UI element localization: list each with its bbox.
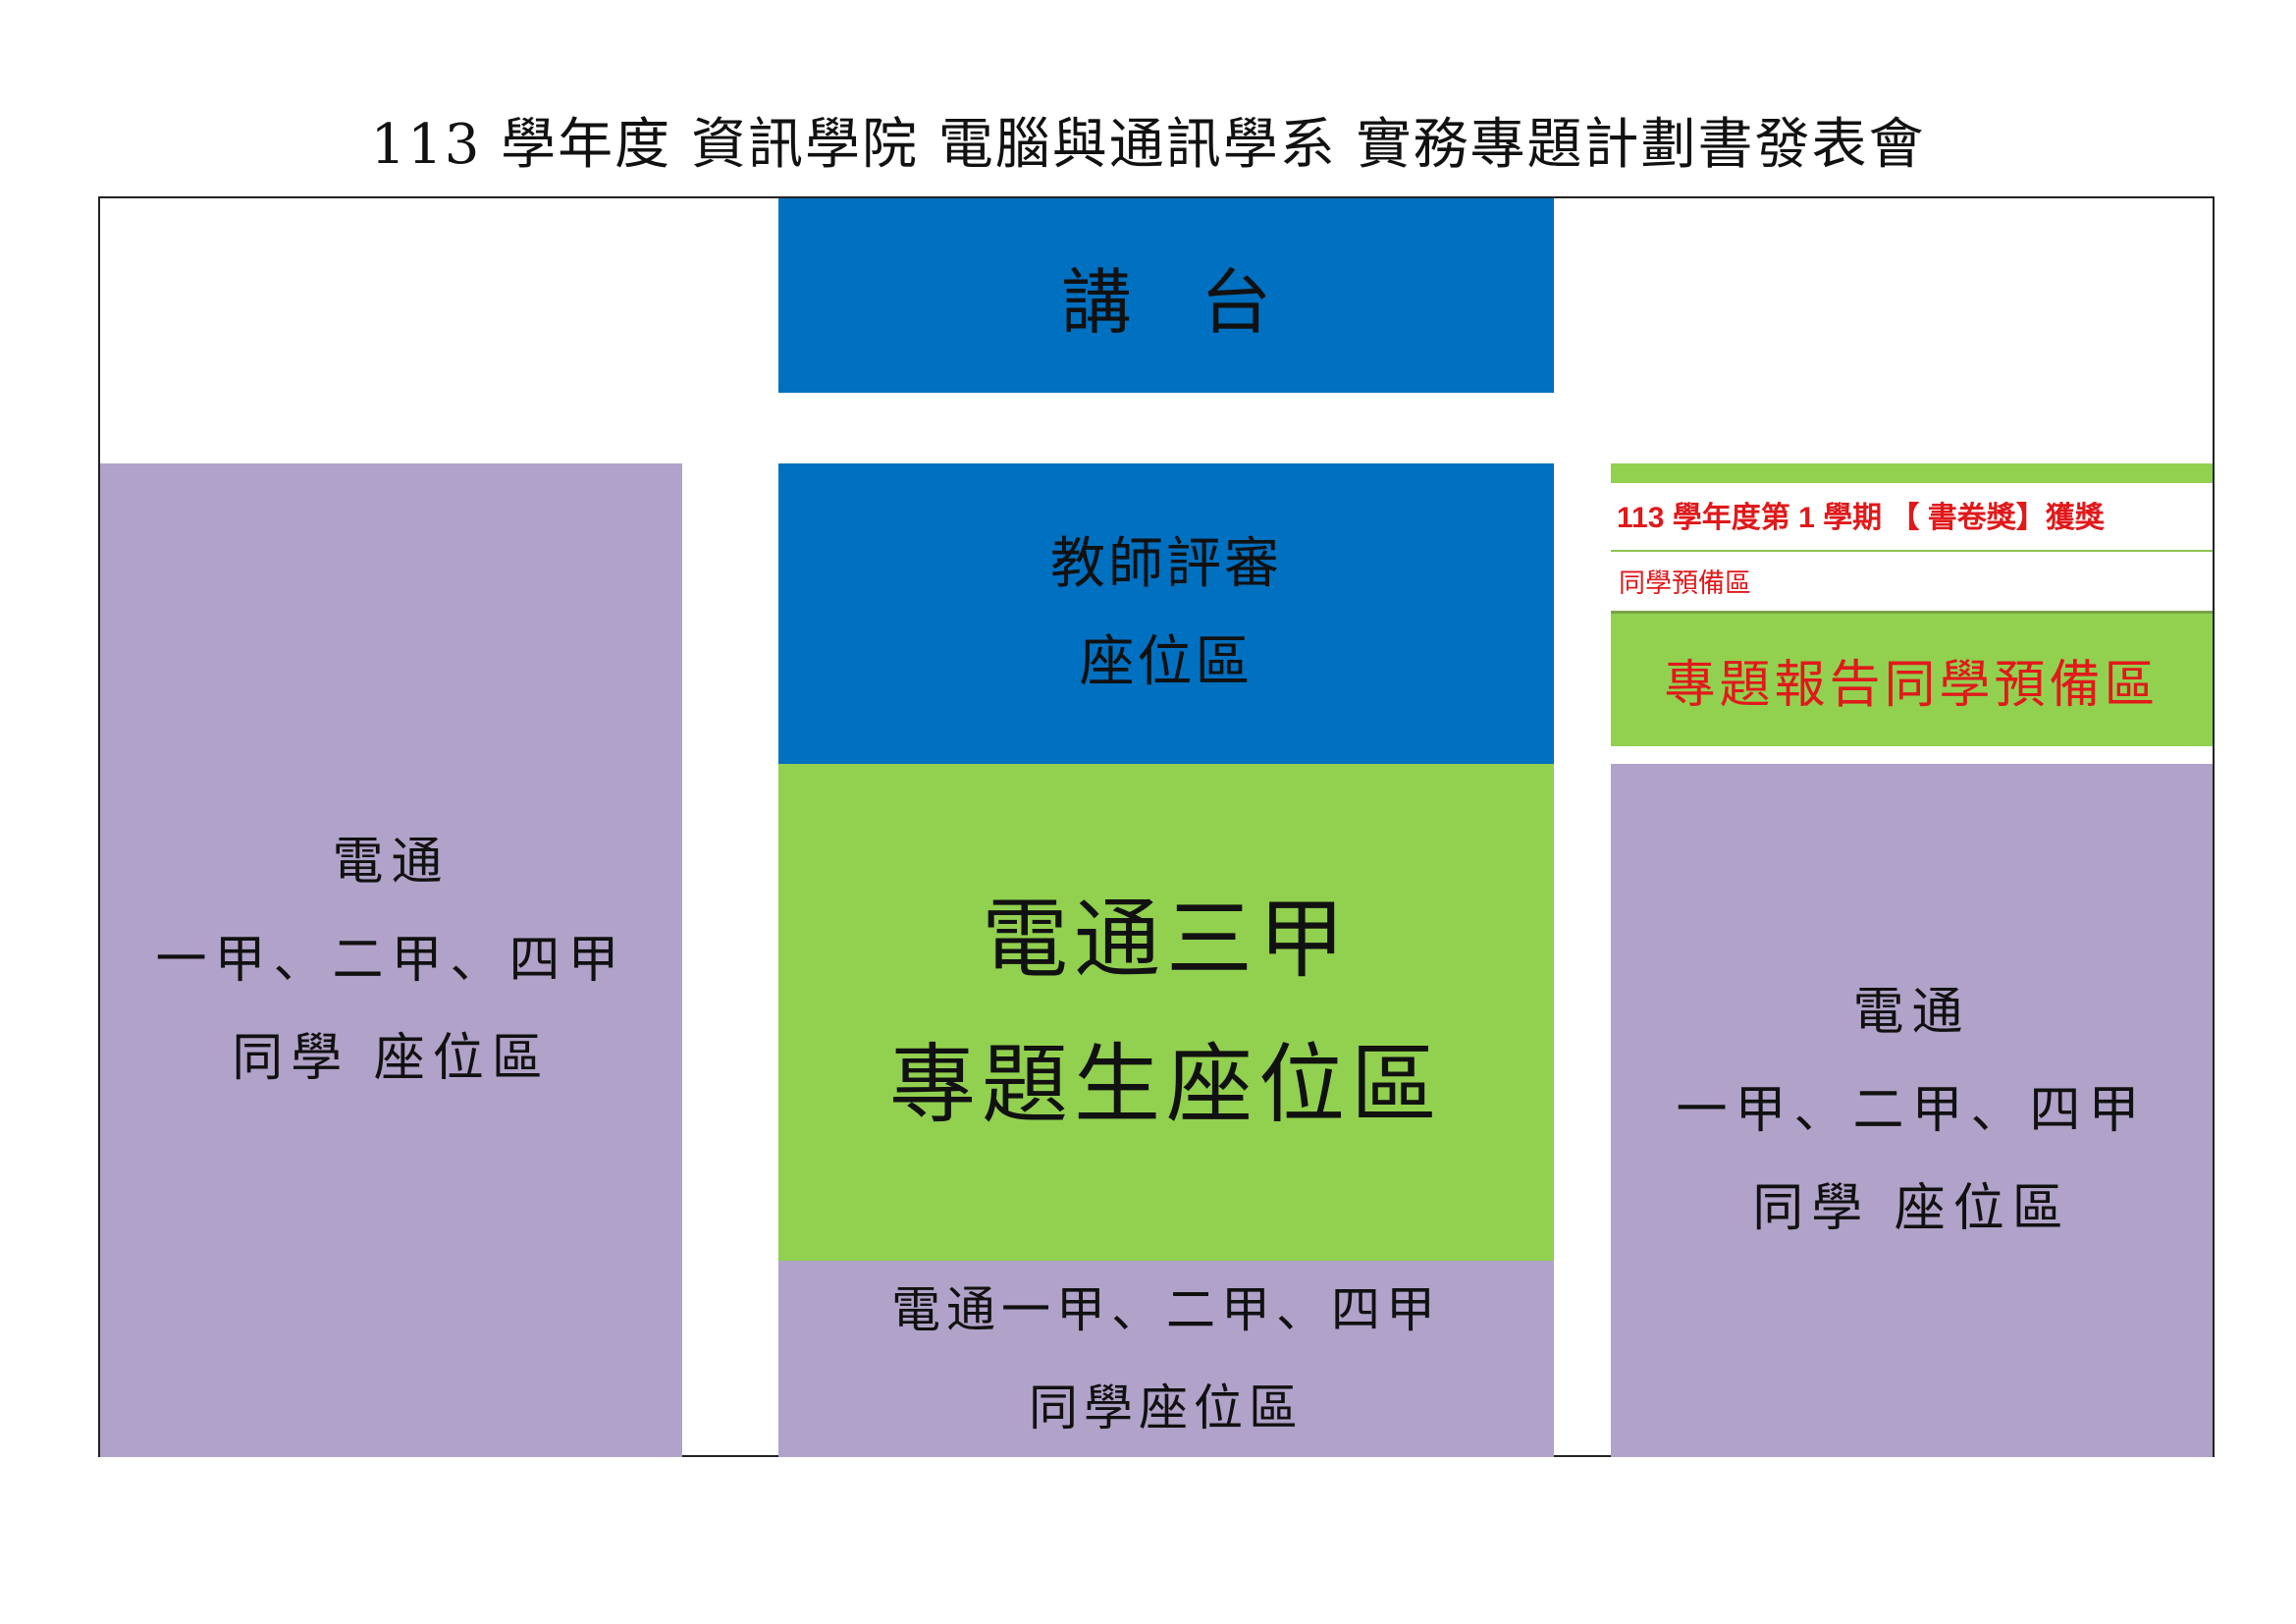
bottom-center-line1: 電通一甲、二甲、四甲: [891, 1281, 1441, 1338]
award-divider: [1611, 550, 2213, 552]
bottom-center-line2: 同學座位區: [1029, 1380, 1304, 1436]
left-seating-area: 電通 一甲、二甲、四甲 同學 座位區: [100, 463, 682, 1457]
right-area-line3: 同學 座位區: [1752, 1179, 2071, 1238]
award-title: 113 學年度第 1 學期 【 書卷獎】獲獎: [1617, 502, 2105, 534]
project-area-line1: 電通三甲: [981, 889, 1351, 990]
page-title: 113 學年度 資訊學院 電腦與通訊學系 實務專題計劃書發表會: [370, 113, 1926, 177]
project-student-area: 電通三甲 專題生座位區: [778, 764, 1554, 1261]
left-area-line2: 一甲、二甲、四甲: [155, 931, 627, 990]
teacher-area-line2: 座位區: [1079, 630, 1254, 694]
center-bottom-seating-area: 電通一甲、二甲、四甲 同學座位區: [778, 1261, 1554, 1457]
right-area-line2: 一甲、二甲、四甲: [1676, 1081, 2148, 1140]
award-area-bottom-line: [1611, 611, 2213, 614]
project-area-line2: 專題生座位區: [888, 1034, 1443, 1135]
teacher-area-line1: 教師評審: [1050, 532, 1282, 596]
teacher-judge-area: 教師評審 座位區: [778, 463, 1554, 764]
presenter-prep-area: 專題報告同學預備區: [1611, 614, 2213, 746]
podium-area: 講台: [778, 198, 1554, 393]
right-area-line1: 電通: [1852, 983, 1971, 1042]
left-area-line3: 同學 座位區: [232, 1029, 551, 1088]
podium-label: 講台: [1060, 260, 1340, 344]
prep-area-label: 專題報告同學預備區: [1664, 656, 2160, 715]
award-subtitle: 同學預備區: [1619, 568, 1751, 599]
award-prep-area: 113 學年度第 1 學期 【 書卷獎】獲獎 同學預備區: [1611, 483, 2213, 613]
left-area-line1: 電通: [332, 833, 451, 892]
award-area-top-bar: [1611, 463, 2213, 483]
right-seating-area: 電通 一甲、二甲、四甲 同學 座位區: [1611, 764, 2213, 1457]
seating-layout-frame: 講台 電通 一甲、二甲、四甲 同學 座位區 教師評審 座位區 電通三甲 專題生座…: [98, 196, 2215, 1457]
